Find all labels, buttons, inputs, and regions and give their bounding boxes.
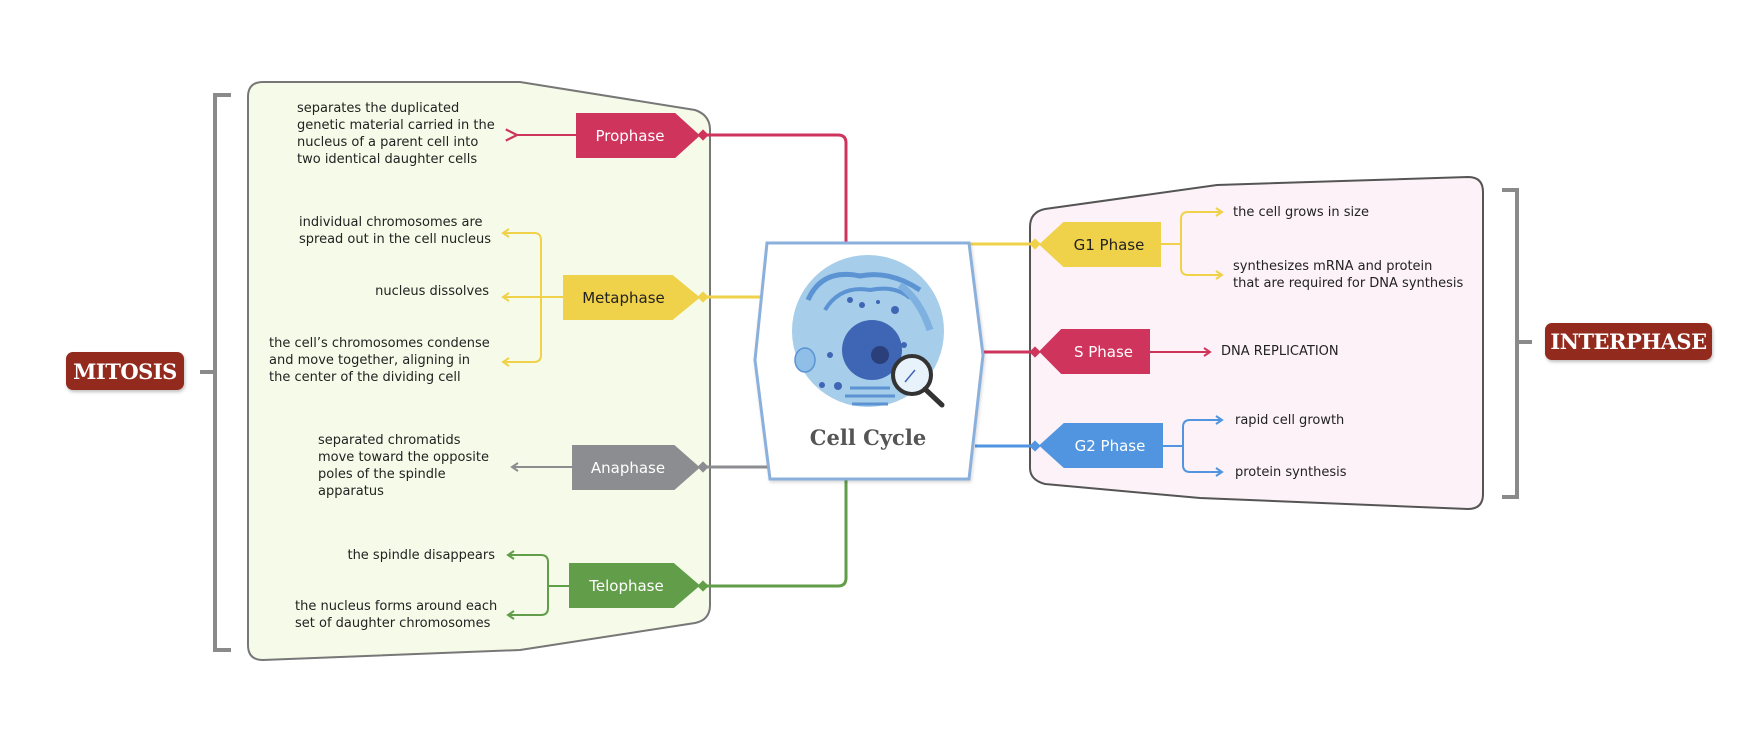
prophase-diamond [697,129,709,141]
g2-diamond [1029,440,1041,452]
anaphase-label: Anaphase [590,458,666,477]
telophase-arrowhead-1 [506,550,515,560]
telophase-detail-arrows [508,554,569,616]
g2-detail-1: rapid cell growth [1235,413,1345,428]
s-phase-label: S Phase [1073,342,1134,361]
g2-detail-arrows [1163,419,1222,473]
metaphase-arrowhead-1 [501,228,510,238]
prophase-connector [703,133,848,244]
interphase-bracket [1502,188,1532,499]
mitosis-panel [247,81,711,662]
telophase-connector [703,480,848,588]
metaphase-arrowhead-2 [501,292,510,302]
s-arrowhead [1203,347,1212,357]
telophase-detail-1: the spindle disappears [347,548,495,563]
s-phase-node[interactable]: S Phase [1039,329,1150,374]
g1-arrowhead-2 [1215,270,1224,280]
metaphase-label: Metaphase [582,288,665,307]
interphase-tag[interactable]: INTERPHASE [1545,323,1712,360]
s-detail-1: DNA REPLICATION [1221,344,1339,359]
telophase-detail-2: the nucleus forms around each set of dau… [295,599,498,631]
metaphase-detail-3: the cell’s chromosomes condense and move… [269,336,490,385]
metaphase-diamond [697,291,709,303]
g1-detail-2: synthesizes mRNA and protein that are re… [1233,259,1464,291]
metaphase-node[interactable]: Metaphase [563,275,700,320]
telophase-diamond [697,580,709,592]
anaphase-arrowhead [510,462,519,472]
prophase-detail-1: separates the duplicated genetic materia… [297,101,495,167]
center-title: Cell Cycle [809,425,927,450]
anaphase-node[interactable]: Anaphase [572,445,700,490]
metaphase-detail-arrows [503,232,563,363]
metaphase-detail-2: nucleus dissolves [375,284,489,299]
metaphase-detail-1: individual chromosomes are spread out in… [299,215,492,247]
telophase-label: Telophase [589,576,664,595]
g1-detail-1: the cell grows in size [1233,205,1369,220]
s-diamond [1029,346,1041,358]
prophase-node[interactable]: Prophase [576,113,700,158]
g2-arrowhead-1 [1215,415,1224,425]
mitosis-tag[interactable]: MITOSIS [66,352,184,390]
g2-detail-2: protein synthesis [1235,465,1347,480]
telophase-node[interactable]: Telophase [569,563,700,608]
mitosis-bracket [200,93,231,652]
g1-phase-label: G1 Phase [1073,235,1145,254]
g2-arrowhead-2 [1215,467,1224,477]
g2-phase-node[interactable]: G2 Phase [1039,423,1163,468]
g1-phase-node[interactable]: G1 Phase [1039,222,1161,267]
g1-diamond [1029,238,1041,250]
cell-illustration-icon [792,255,945,408]
g1-arrowhead-1 [1215,207,1224,217]
g2-phase-label: G2 Phase [1074,436,1146,455]
prophase-label: Prophase [595,126,665,145]
telophase-arrowhead-2 [506,610,515,620]
metaphase-arrowhead-3 [501,357,510,367]
g1-detail-arrows [1161,211,1222,276]
anaphase-detail-1: separated chromatids move toward the opp… [318,433,489,499]
anaphase-diamond [697,461,709,473]
